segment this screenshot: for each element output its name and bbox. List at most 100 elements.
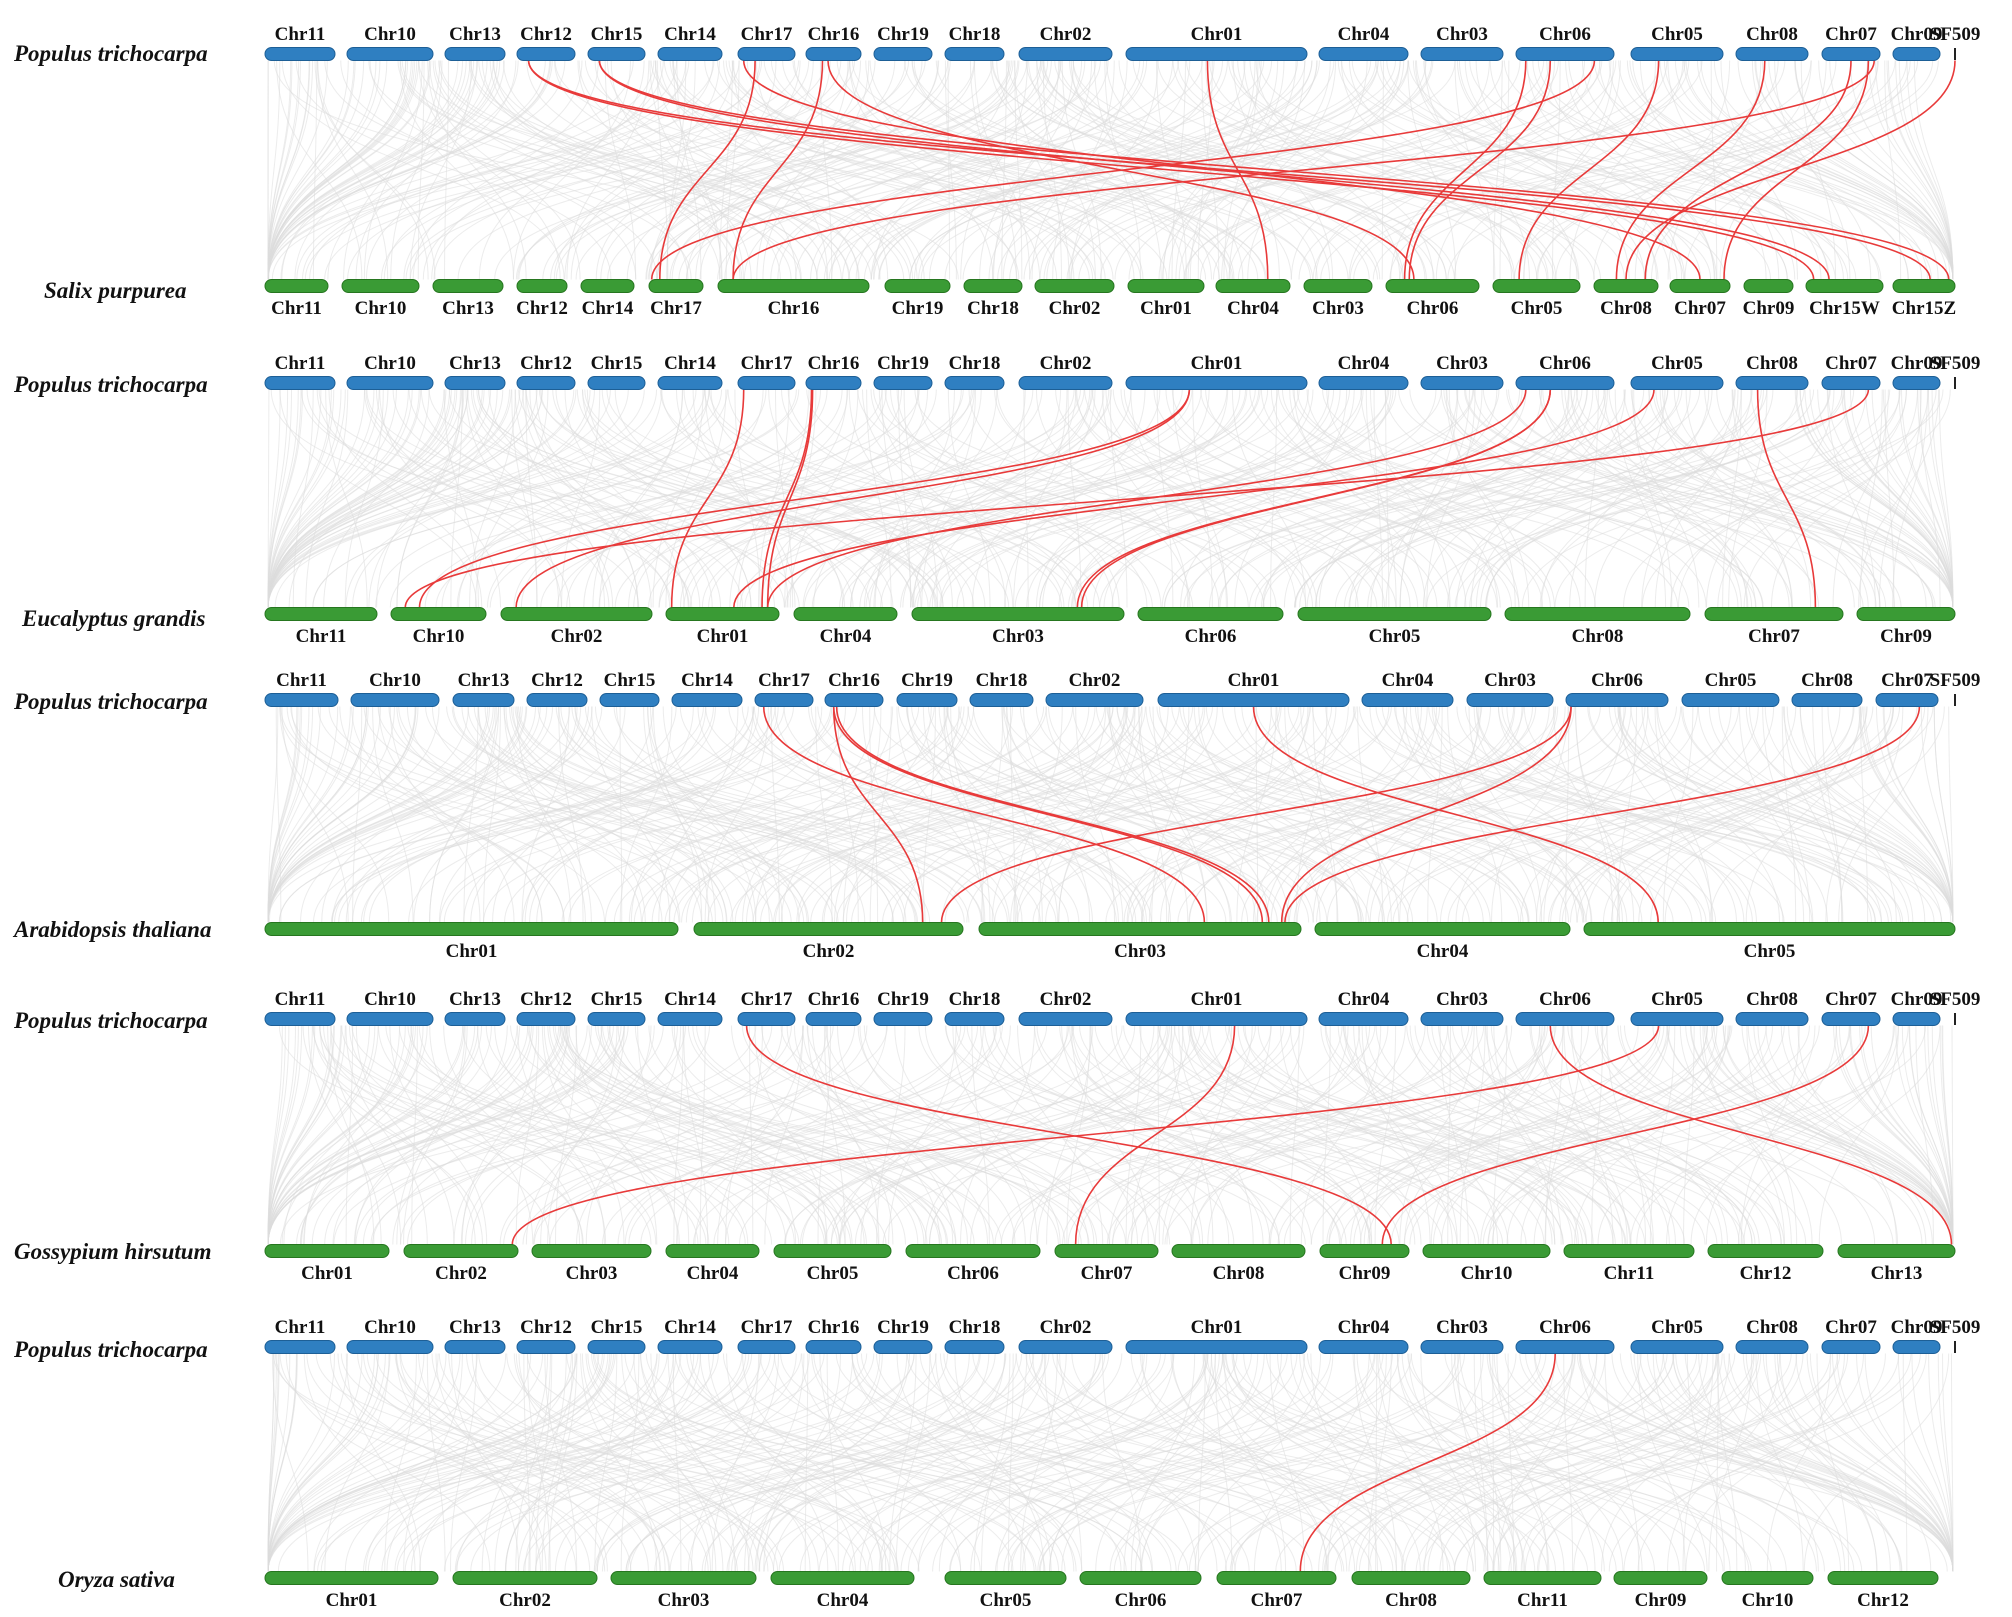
chromosome-label-top: Chr19	[877, 989, 929, 1010]
chromosome-bar-bottom	[1034, 279, 1115, 293]
background-link	[1401, 1353, 1605, 1572]
background-link	[1132, 60, 1579, 280]
background-link	[267, 1025, 412, 1245]
chromosome-label-bottom: Chr02	[803, 941, 855, 962]
background-link	[725, 60, 1234, 280]
chromosome-bar-top	[452, 693, 515, 707]
background-link	[550, 60, 975, 280]
background-link	[1393, 706, 1882, 923]
background-link	[1459, 1353, 1624, 1572]
background-link	[1480, 1353, 1502, 1572]
chromosome-label-top: Chr02	[1040, 989, 1092, 1010]
background-link	[273, 60, 802, 280]
background-link	[783, 706, 1117, 923]
chromosome-bar-top	[824, 693, 884, 707]
background-link	[869, 60, 1135, 280]
background-link	[1123, 706, 1441, 923]
background-link	[542, 60, 1011, 280]
chromosome-label-top: Chr03	[1436, 1317, 1488, 1338]
background-link	[1205, 60, 1280, 280]
background-link	[1244, 1025, 1556, 1245]
background-link	[503, 1025, 966, 1245]
background-link	[1002, 60, 1191, 280]
chromosome-bar-bottom	[264, 922, 679, 936]
background-link	[811, 1025, 941, 1245]
background-link	[792, 60, 1259, 280]
background-link	[861, 706, 926, 923]
background-link	[1546, 60, 1716, 280]
background-link	[671, 60, 976, 280]
chromosome-bar-top	[264, 47, 336, 61]
background-link	[1187, 1025, 1564, 1245]
background-link	[1106, 706, 1587, 923]
background-link	[1475, 1025, 1623, 1245]
background-link	[1762, 706, 1811, 923]
background-link	[896, 1353, 1026, 1572]
chromosome-label-bottom: Chr14	[582, 298, 634, 319]
chromosome-label-top: Chr08	[1801, 670, 1853, 691]
chromosome-bar-bottom	[500, 607, 653, 621]
background-link	[1312, 60, 1668, 280]
background-link	[1933, 706, 1954, 923]
background-link	[1439, 1353, 1718, 1572]
chromosome-label-bottom: Chr07	[1251, 1590, 1303, 1611]
background-link	[526, 1353, 1037, 1572]
background-link	[1003, 706, 1529, 923]
chromosome-bar-top	[1875, 693, 1939, 707]
background-link	[1827, 389, 1954, 608]
background-link	[634, 1025, 865, 1245]
background-link	[1234, 1353, 1573, 1572]
background-link	[796, 706, 1096, 923]
background-link	[524, 706, 694, 923]
background-link	[1237, 60, 1686, 280]
background-link	[1289, 1025, 1300, 1245]
chromosome-bar-top	[1361, 693, 1454, 707]
background-link	[467, 389, 614, 608]
chromosome-bar-top	[1125, 47, 1308, 61]
chromosome-bar-bottom	[1583, 922, 1956, 936]
background-link	[1320, 1025, 1587, 1245]
chromosome-label-top: Chr11	[276, 670, 327, 691]
background-link	[921, 389, 976, 608]
background-link	[1348, 1353, 1598, 1572]
background-link	[647, 60, 1097, 280]
chromosome-label-bottom: Chr06	[1407, 298, 1459, 319]
background-link	[565, 1025, 928, 1245]
background-link	[763, 1353, 842, 1572]
background-link	[929, 389, 1397, 608]
background-link	[604, 706, 949, 923]
background-link	[1491, 1025, 1774, 1245]
background-link	[1623, 1025, 1954, 1245]
background-link	[971, 1025, 990, 1245]
background-link	[1545, 1025, 1564, 1245]
background-link	[1506, 389, 1954, 608]
background-link	[536, 706, 760, 923]
background-link	[1453, 1353, 1912, 1572]
background-link	[651, 706, 965, 923]
background-link	[267, 389, 299, 608]
background-link	[1013, 389, 1068, 608]
chromosome-bar-top	[944, 1012, 1005, 1026]
background-link	[1682, 1353, 1714, 1572]
background-link	[1731, 389, 1812, 608]
chromosome-label-bottom: Chr01	[446, 941, 498, 962]
background-link	[675, 389, 844, 608]
background-link	[1269, 1353, 1306, 1572]
chromosome-label-bottom: Chr04	[1227, 298, 1279, 319]
background-link	[873, 60, 1224, 280]
collinear-gene-link	[761, 389, 813, 608]
background-link	[927, 706, 1363, 923]
background-link	[1782, 706, 1952, 923]
background-link	[1167, 706, 1309, 923]
background-link	[810, 706, 1137, 923]
chromosome-bar-top	[1821, 47, 1881, 61]
background-link	[972, 706, 1314, 923]
background-link	[763, 1353, 1288, 1572]
background-link	[1431, 706, 1658, 923]
background-link	[375, 389, 728, 608]
background-link	[1153, 389, 1498, 608]
background-link	[446, 706, 965, 923]
background-link	[1020, 1353, 1058, 1572]
chromosome-bar-top	[1018, 1340, 1113, 1354]
background-link	[938, 706, 1120, 923]
